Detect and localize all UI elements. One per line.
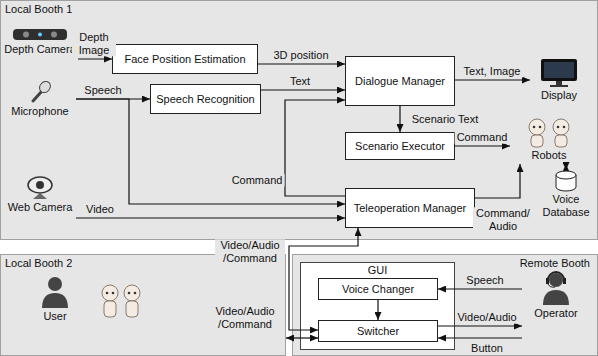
connector-arrow [438, 288, 522, 289]
microphone-icon [27, 80, 53, 104]
connector-arrow [565, 164, 566, 170]
edge-label: Speech [82, 84, 123, 97]
connector-arrow [438, 325, 522, 326]
connector-arrow [286, 337, 318, 338]
connector-arrow [455, 145, 510, 146]
node-label: Face Position Estimation [124, 53, 245, 66]
voice-database: Voice Database [536, 170, 596, 234]
robots-icon [521, 118, 577, 148]
process-box: Speech Recognition [150, 84, 261, 114]
node-label: User [43, 310, 66, 323]
edge-label: Video/Audio [455, 311, 518, 324]
edge-label: Command [455, 131, 510, 144]
depth-camera: Depth Camera [2, 26, 78, 66]
web-camera-icon [25, 176, 55, 200]
connector-arrow [76, 217, 345, 218]
connector-arrow [377, 300, 378, 320]
node-label: Operator [534, 307, 577, 320]
robot-figure [102, 285, 140, 317]
depth-camera-icon [12, 26, 68, 42]
robots: Robots [510, 118, 588, 164]
booth-region: Remote BoothGUI Voice ChangerSwitcher Oper… [292, 254, 598, 356]
connector-arrow [258, 63, 345, 64]
node-label: Web Camera [8, 201, 73, 214]
display-device-icon [540, 58, 578, 88]
connector-arrow [76, 99, 345, 204]
node-label: Switcher [357, 325, 399, 338]
node-label: Depth Camera [4, 43, 76, 56]
robots-icon [521, 118, 577, 148]
edge-label: Depth Image [72, 31, 116, 56]
voice-database-icon [554, 170, 578, 192]
edge-label: Command [230, 174, 285, 187]
process-box: Voice Changer [318, 278, 438, 300]
connector-arrow [455, 79, 530, 80]
user-icon [40, 275, 70, 309]
node-label: Display [541, 89, 577, 102]
node-label: Teleoperation Manager [354, 202, 467, 215]
edge-label: Text, Image [462, 65, 523, 78]
node-label: Robots [532, 149, 567, 162]
operator: Operator [522, 270, 590, 342]
node-label: Voice Database [536, 193, 596, 218]
node-label: Dialogue Manager [355, 75, 445, 88]
region-title: Local Booth 1 [5, 3, 72, 16]
connector-arrow [285, 100, 345, 196]
node-label: Microphone [11, 105, 68, 118]
process-box: Switcher [318, 320, 438, 342]
edge-label: Command/ Audio [473, 207, 533, 232]
connector-arrow [438, 337, 522, 338]
region-title: Local Booth 2 [5, 257, 72, 270]
edge-label: Video/Audio /Command [210, 305, 280, 330]
user-icon [40, 275, 70, 309]
process-box: Scenario Executor [345, 132, 455, 160]
edge-label: Video/Audio /Command [215, 239, 285, 264]
region-background [293, 255, 598, 356]
process-box: Face Position Estimation [112, 44, 258, 74]
region-title: Remote Booth [520, 257, 590, 270]
web-camera-icon [25, 176, 55, 200]
connector-arrow [78, 58, 112, 59]
region-background [1, 255, 286, 356]
node-label: Speech Recognition [156, 93, 254, 106]
web-camera: Web Camera [4, 176, 76, 224]
region-background [1, 1, 598, 240]
edge-label: Text [288, 75, 312, 88]
process-box: Teleoperation Manager [345, 188, 475, 228]
display-device: Display [530, 58, 588, 106]
user: User [30, 275, 80, 333]
edge-label: Button [469, 342, 505, 355]
node-label: Voice Changer [342, 283, 414, 296]
edge-label: 3D position [271, 49, 330, 62]
connector-arrow [475, 164, 520, 198]
microphone: Microphone [4, 80, 76, 120]
edge-label: Scenario Text [410, 113, 480, 126]
display-device-icon [540, 58, 578, 88]
depth-camera-icon [12, 26, 68, 42]
edge-label: Speech [464, 274, 505, 287]
connector-arrow [261, 89, 345, 90]
operator-icon [540, 270, 572, 306]
voice-database-icon [554, 170, 578, 192]
node-label: Scenario Executor [355, 140, 445, 153]
microphone-icon [27, 80, 53, 104]
connector-arrow [399, 106, 400, 132]
region-title: GUI [300, 264, 455, 277]
process-box: Dialogue Manager [345, 56, 455, 106]
edge-label: Video [84, 203, 116, 216]
gui-group: GUI Voice ChangerSwitcher [300, 262, 455, 350]
group-background [301, 263, 455, 350]
operator-icon [540, 270, 572, 306]
